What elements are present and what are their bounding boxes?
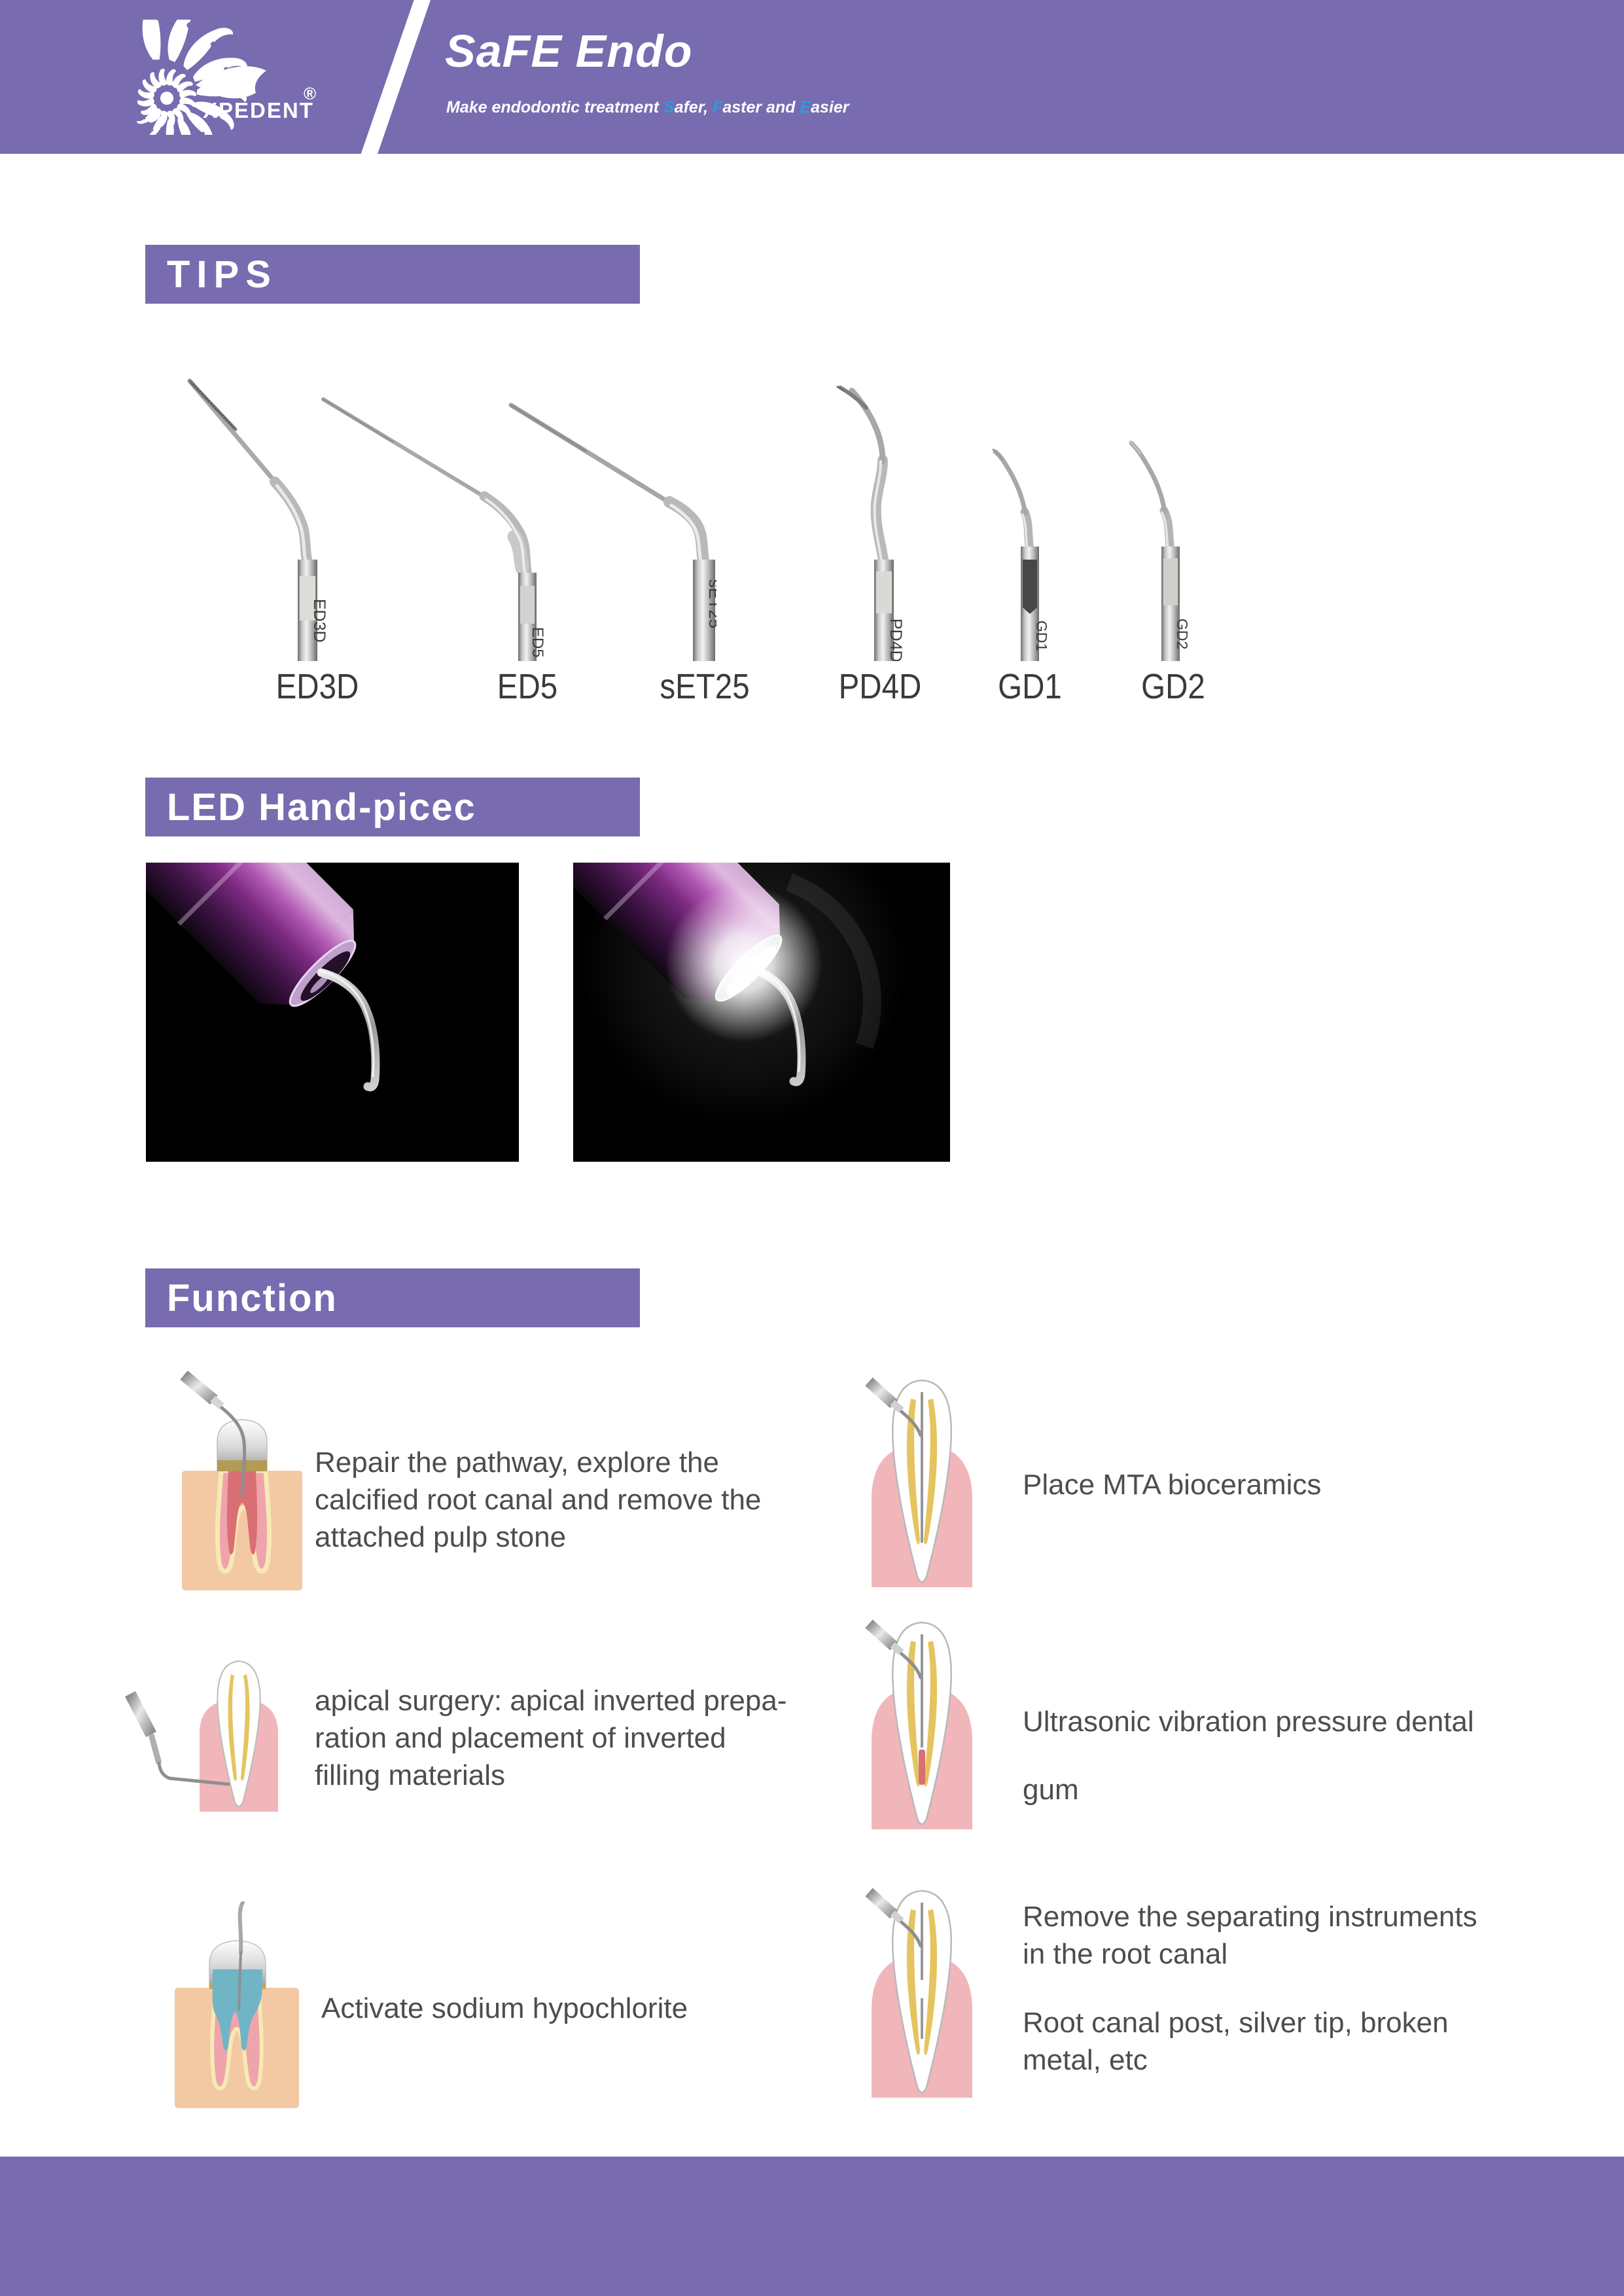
brand-name: XPEDENT (203, 98, 314, 122)
root-canal (226, 1471, 258, 1555)
tip-label-ed5: ED5 (497, 667, 558, 706)
tip-shaft-label: PD4D (887, 619, 905, 661)
canal-right (924, 1399, 938, 1545)
instrument-collar (890, 1910, 904, 1924)
tagline-highlight-s: S (663, 98, 675, 117)
illustration-remove-instruments (865, 1888, 972, 2098)
tip-label-pd4d: PD4D (838, 667, 922, 706)
handpiece-illustration-led-off (146, 863, 380, 1092)
file-tip (238, 1951, 242, 2011)
tip-image-pd4d: PD4D (836, 386, 905, 661)
handpiece-photo-led-off (146, 863, 519, 1162)
tooth (217, 1660, 261, 1807)
instrument-handle (180, 1371, 218, 1405)
function-text-ultrasonic-gum: gum (1023, 1774, 1079, 1806)
function-text-sodium-hypochlorite: Activate sodium hypochlorite (321, 1992, 688, 2024)
handpiece-photo-led-on (573, 863, 950, 1162)
gutta-percha (919, 1749, 925, 1785)
hypochlorite-liquid (212, 1969, 262, 2051)
tip-image-ed5: ED5 (321, 397, 546, 661)
tip-shaft-label: GD2 (1174, 619, 1191, 649)
instrument-wire (900, 1920, 923, 1948)
tagline-highlight-f: F (713, 98, 723, 117)
instrument-handle (865, 1377, 898, 1408)
function-text-repair-pathway: Repair the pathway, explore the calcifie… (315, 1446, 762, 1553)
header-banner: XPEDENT ® SaFE Endo Make endodontic trea… (0, 0, 1624, 164)
function-text-apical-surgery: apical surgery: apical inverted prepa- r… (315, 1685, 787, 1791)
canal-right (924, 1641, 938, 1787)
bone (182, 1471, 302, 1590)
tip-label-gd2: GD2 (1141, 667, 1205, 706)
instrument-wire (900, 1410, 923, 1437)
illustration-sodium-hypochlorite (175, 1901, 299, 2108)
tip-shaft-label: GD1 (1033, 620, 1050, 651)
tip-label-ed3d: ED3D (275, 667, 359, 706)
bone (175, 1988, 299, 2108)
function-text-place-mta: Place MTA bioceramics (1023, 1469, 1322, 1501)
canal-left (906, 1641, 920, 1787)
led-glow (665, 885, 822, 1042)
canal-right (924, 1909, 938, 2055)
instrument-tip (157, 1761, 230, 1786)
tip-shaft-label: sET25 (705, 579, 716, 628)
tip-image-ed3d: ED3D (187, 378, 327, 661)
tip-image-gd1: GD1 (992, 448, 1050, 661)
illustration-place-mta (865, 1377, 972, 1587)
instrument-neck (148, 1733, 162, 1765)
canal-left (906, 1399, 920, 1545)
page-title: SaFE Endo (445, 26, 693, 77)
xpedent-spiral-logo-icon (136, 20, 266, 135)
illustration-repair-pathway (180, 1371, 302, 1590)
instrument-handle (865, 1888, 898, 1919)
function-text-ultrasonic: Ultrasonic vibration pressure dental (1023, 1706, 1474, 1738)
instrument-collar (890, 1399, 904, 1414)
instrument-collar (890, 1641, 904, 1656)
tip-label-set25: sET25 (660, 667, 750, 706)
registered-trademark-icon: ® (304, 84, 317, 103)
tip-shaft-label: ED5 (529, 627, 546, 658)
canal-left (906, 1909, 920, 2055)
tagline-segment: aster and (722, 98, 800, 117)
canal-right (241, 1674, 250, 1781)
function-text-remove-instruments-2: Root canal post, silver tip, broken meta… (1023, 2007, 1449, 2076)
spiral-blades (136, 20, 266, 135)
tagline-segment: afer, (674, 98, 713, 117)
tagline: Make endodontic treatment Safer, Faster … (446, 98, 849, 117)
crown-band (217, 1460, 267, 1471)
tagline-highlight-e: E (800, 98, 811, 117)
instrument-handle (125, 1691, 156, 1738)
tip-shaft-label: ED3D (310, 599, 327, 643)
illustration-ultrasonic-gum (865, 1619, 972, 1829)
canal-left (228, 1674, 237, 1781)
section-title-function: Function (145, 1268, 640, 1327)
tagline-segment: Make endodontic treatment (446, 98, 663, 117)
section-title-tips: TIPS (145, 245, 640, 304)
instrument-wire (900, 1652, 923, 1679)
instrument-handle (865, 1619, 898, 1651)
header-slash-divider (359, 0, 431, 164)
tip-image-set25: sET25 (508, 403, 716, 661)
instrument-wire (220, 1406, 247, 1498)
tip-image-gd2: GD2 (1129, 440, 1191, 661)
tooth-crown (217, 1419, 268, 1471)
function-text-remove-instruments: Remove the separating instruments in the… (1023, 1901, 1477, 1970)
illustration-apical-surgery (125, 1660, 278, 1812)
footer-band (0, 2157, 1624, 2296)
file-shaft (238, 1901, 245, 1954)
section-title-led-handpiece: LED Hand-picec (145, 778, 640, 836)
tagline-segment: asier (811, 98, 849, 117)
tip-label-gd1: GD1 (998, 667, 1062, 706)
handpiece-illustration-led-on (573, 863, 908, 1127)
instrument-collar (210, 1395, 224, 1410)
